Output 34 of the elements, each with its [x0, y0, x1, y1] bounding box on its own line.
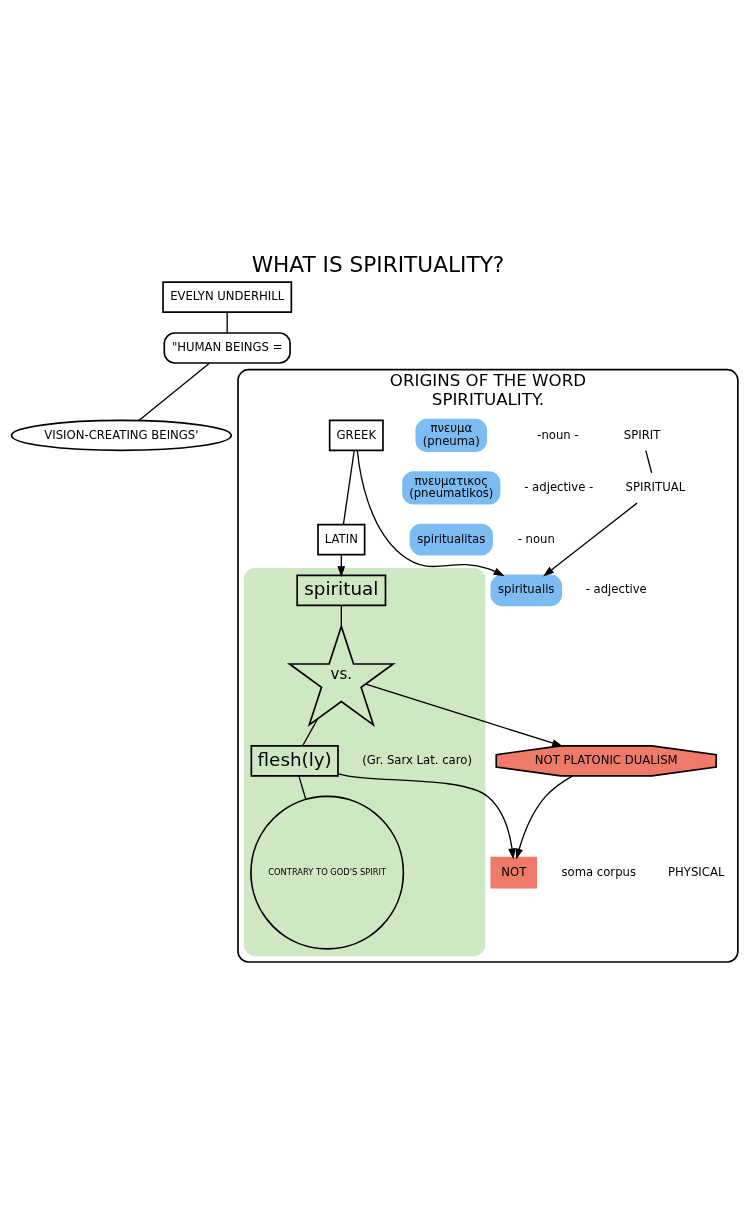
label: -noun -	[537, 427, 579, 442]
connector	[226, 311, 228, 334]
connector	[138, 362, 211, 422]
arrow	[356, 449, 505, 577]
label: - adjective	[585, 582, 647, 597]
node-label: (Gr. Sarx Lat. caro)	[362, 752, 472, 767]
connector	[645, 450, 653, 474]
diagram-title: WHAT IS SPIRITUALITY?	[251, 251, 505, 277]
node-box: GREEK	[328, 419, 384, 452]
node-box: spiritual	[296, 574, 387, 607]
node-ellipse: VISION-CREATING BEINGS'	[10, 419, 233, 452]
connector	[340, 604, 342, 627]
arrow	[543, 502, 638, 577]
arrow	[515, 775, 574, 860]
label: soma corpus	[561, 864, 637, 879]
node-box: πνευματικος (pneumatikos)	[402, 471, 501, 505]
node-box: spiritualis	[490, 574, 563, 607]
label: - adjective -	[524, 480, 594, 494]
node-box: NOT	[490, 856, 538, 889]
connector	[298, 775, 307, 801]
arrow	[337, 773, 516, 860]
node-box: LATIN	[317, 523, 366, 556]
label: PHYSICAL	[668, 864, 725, 879]
node-box: spiritualitas	[409, 523, 493, 556]
connector	[301, 718, 319, 747]
label: - noun	[517, 531, 555, 546]
node-box: "HUMAN BEINGS =	[163, 332, 291, 364]
connector	[342, 449, 355, 525]
node-circle: CONTRARY TO GOD'S SPIRIT	[250, 795, 405, 950]
node-box: EVELYN UNDERHILL	[162, 281, 293, 313]
node-text: SPIRITUAL	[625, 480, 686, 494]
node-box: πνευμα (pneuma)	[415, 418, 488, 453]
node-box: flesh(ly)	[250, 745, 339, 777]
node-text: SPIRIT	[623, 427, 661, 442]
